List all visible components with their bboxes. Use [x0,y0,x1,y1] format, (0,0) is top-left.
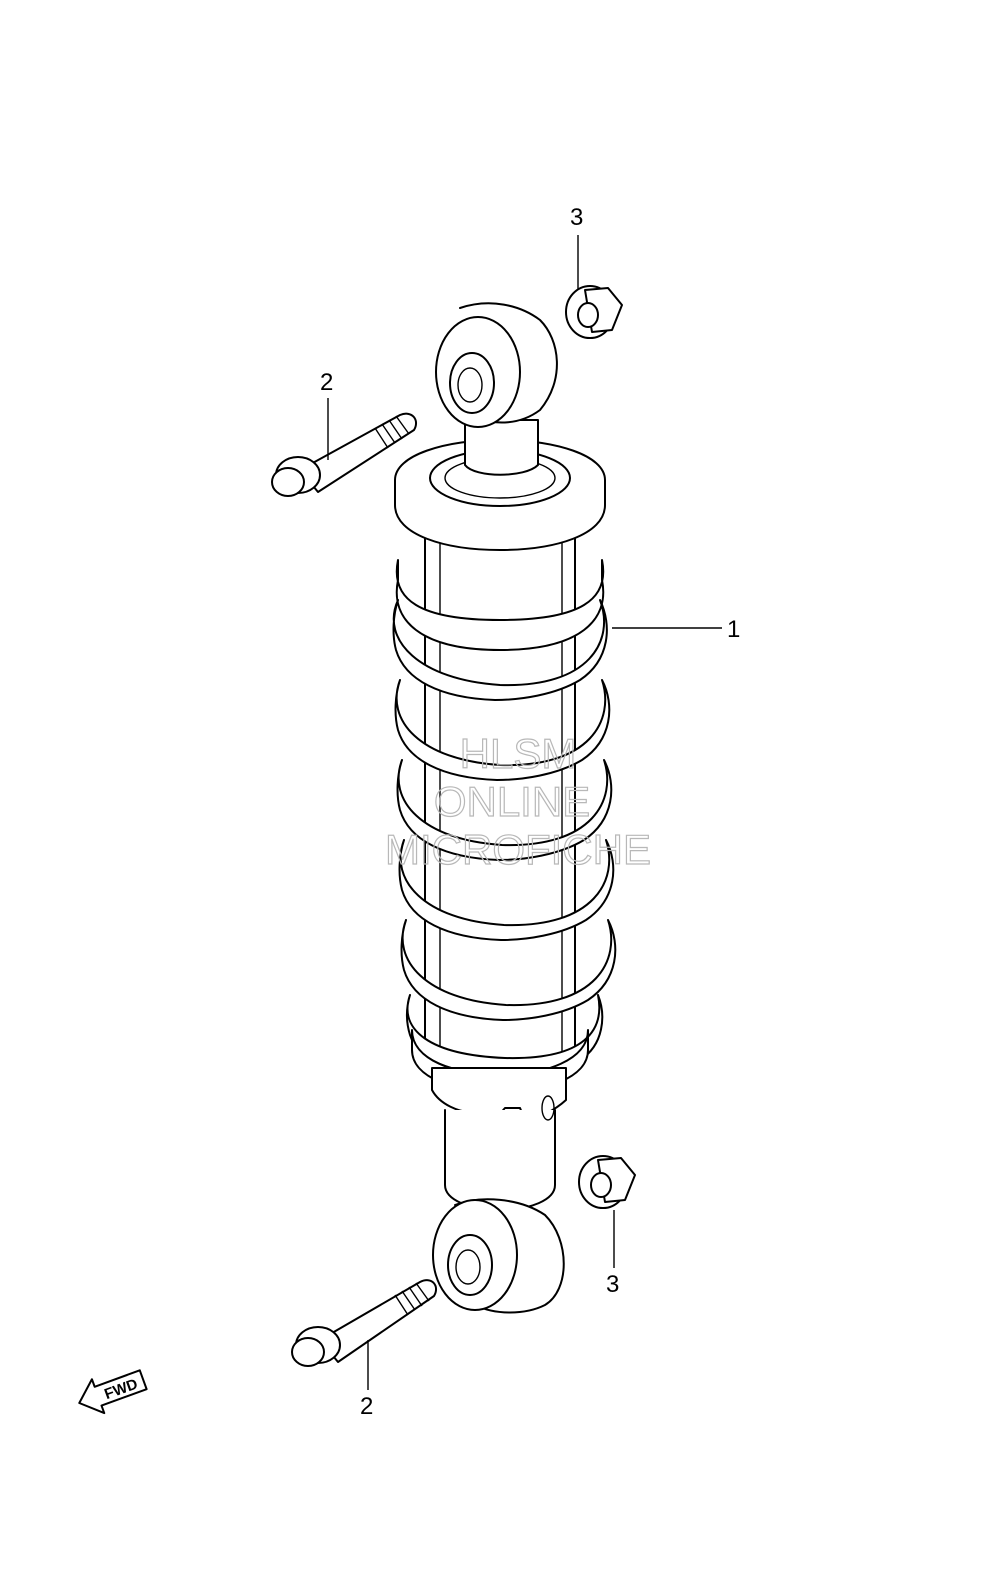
fwd-arrow-icon: FWD [78,1369,148,1415]
callout-nut-lower: 3 [606,1271,619,1298]
leader-lines [327,235,722,1390]
watermark-line-1: HLSM [460,730,577,777]
bolt-upper[interactable] [271,412,418,497]
bolt-lower[interactable] [291,1279,438,1367]
callout-shock-absorber: 1 [727,616,740,643]
watermark-line-2: ONLINE [434,778,590,825]
callout-nut-upper: 3 [570,204,583,231]
lower-eye-mount [432,1198,565,1314]
nut-lower[interactable] [578,1155,636,1209]
watermark: HLSM ONLINE MICROFICHE [384,729,651,873]
shock-absorber[interactable] [392,302,617,1314]
coil-spring [392,559,617,1076]
callout-bolt-lower: 2 [360,1393,373,1420]
upper-eye-mount [435,302,558,428]
watermark-line-3: MICROFICHE [385,826,651,873]
lower-tube [444,1109,556,1211]
callout-bolt-upper: 2 [320,369,333,396]
nut-upper[interactable] [565,285,623,339]
